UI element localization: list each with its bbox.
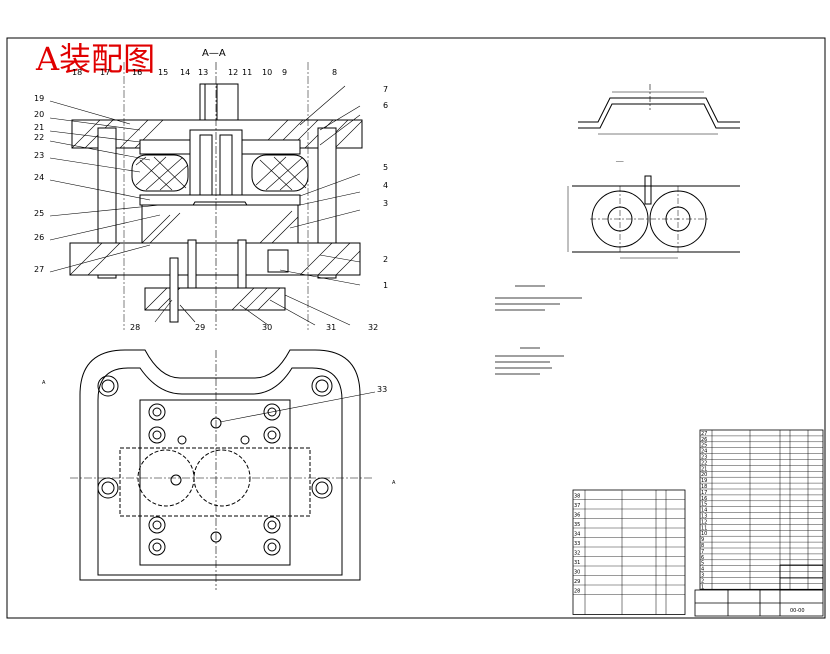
part-number-19: 19: [34, 94, 44, 103]
bom-right-row-14: 14: [701, 508, 707, 514]
callout-33: 33: [377, 385, 387, 394]
part-number-15: 15: [158, 68, 168, 77]
part-number-23: 23: [34, 151, 44, 160]
strip-layout-view: [567, 175, 740, 259]
bom-right-row-27: 27: [701, 431, 707, 437]
part-numbers-right: 7 6 5 4 3 2 1: [383, 85, 388, 290]
part-number-18: 18: [72, 68, 82, 77]
part-number-26: 26: [34, 233, 44, 242]
bom-right-row-18: 18: [701, 484, 707, 490]
bom-right-row-10: 10: [701, 531, 707, 537]
bom-right-row-25: 25: [701, 443, 707, 449]
part-number-31: 31: [326, 323, 336, 332]
bom-right-row-12: 12: [701, 519, 707, 525]
part-number-12: 12: [228, 68, 238, 77]
bom-left-row-36: 36: [574, 513, 580, 519]
section-label: A—A: [202, 48, 226, 59]
part-detail-view: ___: [578, 84, 740, 162]
part-number-28: 28: [130, 323, 140, 332]
bom-right-row-19: 19: [701, 478, 707, 484]
part-number-30: 30: [262, 323, 272, 332]
part-number-6: 6: [383, 101, 388, 110]
bom-right-row-9: 9: [701, 537, 704, 543]
drawing-border: [6, 37, 826, 619]
part-number-4: 4: [383, 181, 388, 190]
bom-right-row-11: 11: [701, 525, 707, 531]
part-number-1: 1: [383, 281, 388, 290]
svg-text:___: ___: [615, 156, 624, 162]
part-number-17: 17: [100, 68, 110, 77]
bom-left-row-33: 33: [574, 541, 580, 547]
bom-left-row-34: 34: [574, 532, 580, 538]
part-number-13: 13: [198, 68, 208, 77]
bom-left-row-29: 29: [574, 579, 580, 585]
view-marker-left: A: [42, 380, 46, 386]
view-marker-right: A: [392, 480, 396, 486]
part-number-27: 27: [34, 265, 44, 274]
part-number-25: 25: [34, 209, 44, 218]
bom-right-row-8: 8: [701, 543, 704, 549]
part-number-10: 10: [262, 68, 272, 77]
part-numbers-top: 18 17 16 15 14 13 12 11 10 9 8: [72, 68, 337, 77]
bom-right-row-4: 4: [701, 567, 704, 573]
bom-left-row-31: 31: [574, 560, 580, 566]
plan-view: [70, 349, 376, 590]
part-number-14: 14: [180, 68, 190, 77]
bom-right-row-21: 21: [701, 466, 707, 472]
bom-right-row-7: 7: [701, 549, 704, 555]
part-number-29: 29: [195, 323, 205, 332]
bom-right-row-5: 5: [701, 561, 704, 567]
drawing-title: A装配图: [35, 40, 155, 78]
part-number-21: 21: [34, 123, 44, 132]
part-number-7: 7: [383, 85, 388, 94]
part-number-5: 5: [383, 163, 388, 172]
drawing-number: 00-00: [790, 608, 805, 614]
bom-right-outline: [699, 429, 824, 590]
part-number-24: 24: [34, 173, 44, 182]
part-number-9: 9: [282, 68, 287, 77]
part-number-3: 3: [383, 199, 388, 208]
part-number-16: 16: [132, 68, 142, 77]
bom-right-row-1: 1: [701, 584, 704, 590]
part-number-11: 11: [242, 68, 252, 77]
bom-left-row-38: 38: [574, 494, 580, 500]
bom-right-row-16: 16: [701, 496, 707, 502]
tech-notes: [495, 285, 582, 375]
bom-right-row-3: 3: [701, 573, 704, 579]
bom-table-right: 2726252423222120191817161514131211109876…: [699, 429, 824, 590]
part-number-2: 2: [383, 255, 388, 264]
part-number-32: 32: [368, 323, 378, 332]
bom-right-row-26: 26: [701, 437, 707, 443]
bom-right-row-2: 2: [701, 578, 704, 584]
section-view: [69, 62, 363, 330]
bom-left-row-35: 35: [574, 522, 580, 528]
part-number-22: 22: [34, 133, 44, 142]
bom-right-row-24: 24: [701, 449, 707, 455]
bom-right-row-13: 13: [701, 514, 707, 520]
bom-left-row-30: 30: [574, 570, 580, 576]
part-numbers-bottom: 28 29 30 31 32: [130, 323, 378, 332]
part-number-20: 20: [34, 110, 44, 119]
leader-lines: [49, 85, 361, 326]
bom-right-row-17: 17: [701, 490, 707, 496]
title-block: [694, 564, 824, 617]
bom-right-row-20: 20: [701, 472, 707, 478]
bom-right-row-15: 15: [701, 502, 707, 508]
bom-right-row-23: 23: [701, 455, 707, 461]
bom-left-row-28: 28: [574, 589, 580, 595]
bom-left-row-32: 32: [574, 551, 580, 557]
bom-right-row-6: 6: [701, 555, 704, 561]
bom-left-row-37: 37: [574, 503, 580, 509]
bom-left-outline: [572, 489, 686, 615]
bom-right-row-22: 22: [701, 460, 707, 466]
part-number-8: 8: [332, 68, 337, 77]
bom-table-left: 38 37 36 35 34 33 32 31 30 29 28: [572, 489, 686, 615]
